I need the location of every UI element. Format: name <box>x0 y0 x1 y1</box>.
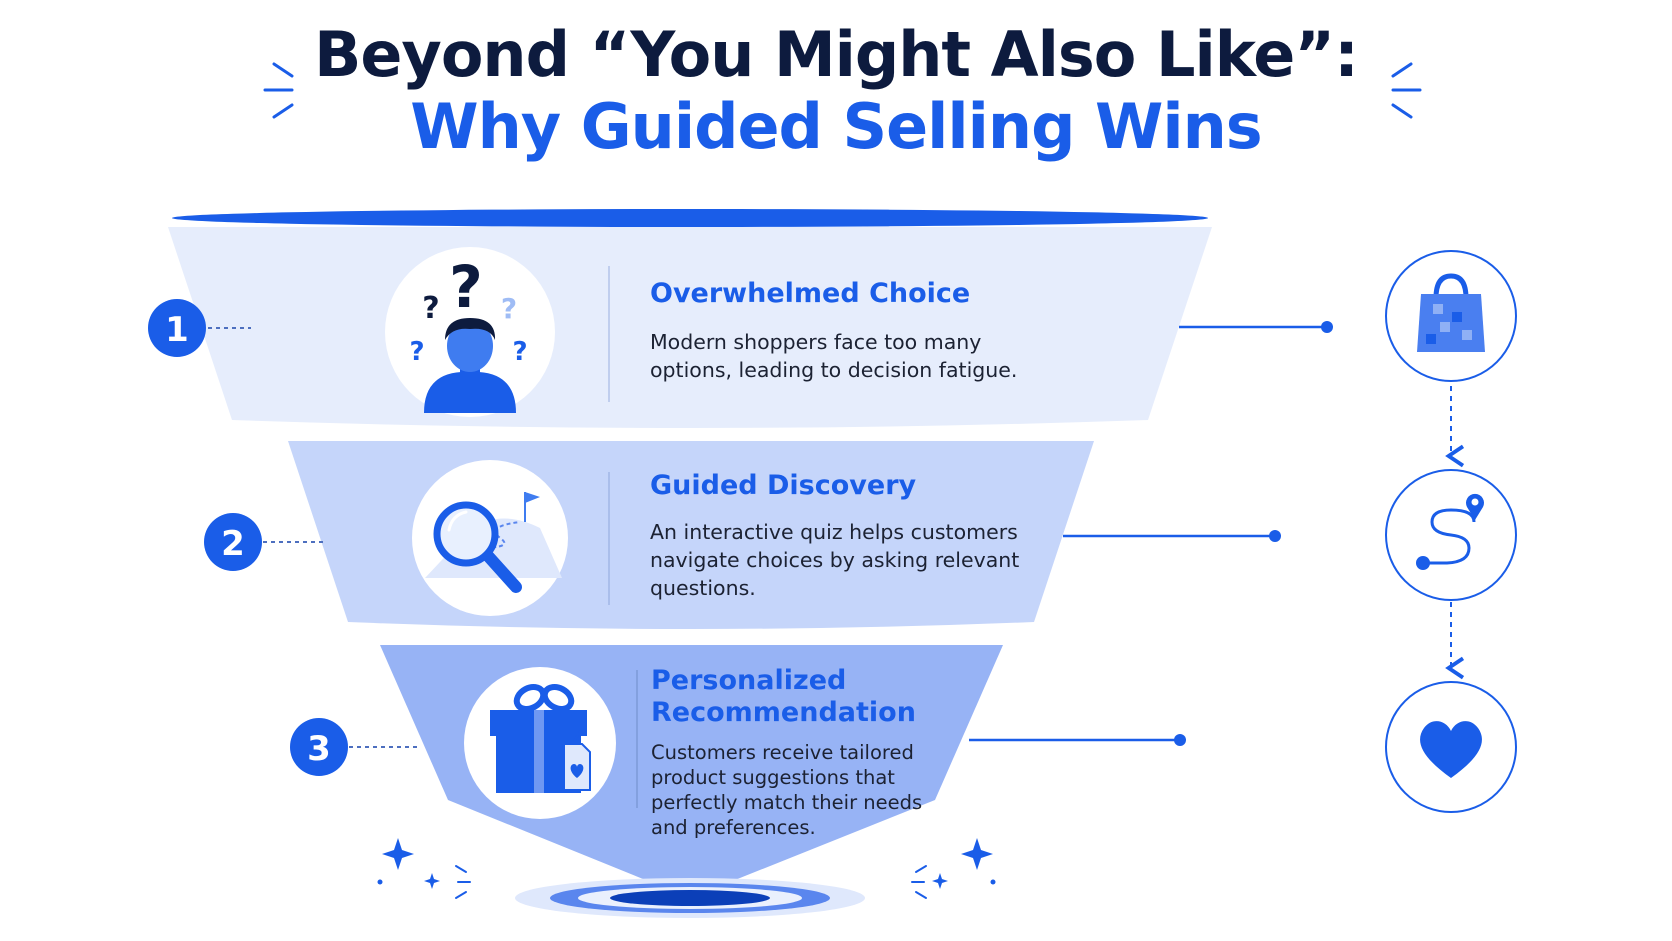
step-number-2: 2 <box>221 524 245 564</box>
stage-2-title: Guided Discovery <box>650 470 917 501</box>
funnel-target <box>515 878 865 918</box>
step-badge-1: 1 <box>148 299 251 357</box>
magnifier-path-illustration <box>412 460 568 616</box>
step-number-3: 3 <box>307 729 331 769</box>
stage-3-description: Customers receive tailored product sugge… <box>651 741 923 839</box>
heart-icon <box>1385 681 1517 813</box>
title-sparkle-right <box>1391 62 1422 119</box>
sparkle-left <box>377 838 440 889</box>
route-pin-icon <box>1385 469 1517 601</box>
question-mark-icon: ? <box>501 292 517 325</box>
question-mark-icon: ? <box>449 253 483 321</box>
connector-2 <box>1063 530 1281 542</box>
confused-person-illustration: ? ? ? ? ? <box>385 247 555 417</box>
stage-2-description: An interactive quiz helps customers navi… <box>650 520 1020 600</box>
sparkle-right <box>932 838 996 889</box>
question-mark-icon: ? <box>409 337 424 367</box>
funnel-rim <box>172 209 1208 227</box>
step-badge-2: 2 <box>204 513 326 571</box>
title-sparkle-left <box>263 62 294 119</box>
connector-3 <box>969 734 1186 746</box>
question-mark-icon: ? <box>512 337 527 367</box>
sparkle-dashes <box>455 865 927 899</box>
question-mark-icon: ? <box>422 291 439 326</box>
step-badge-3: 3 <box>290 718 418 776</box>
connector-1 <box>1179 321 1333 333</box>
title-line-1: Beyond “You Might Also Like”: <box>314 18 1359 91</box>
stage-3-title: Personalized Recommendation <box>651 665 916 728</box>
title-line-2: Why Guided Selling Wins <box>410 90 1262 163</box>
stage-1-description: Modern shoppers face too many options, l… <box>650 330 1018 382</box>
shopping-bag-icon <box>1385 250 1517 382</box>
gift-box-illustration <box>464 667 616 819</box>
step-number-1: 1 <box>165 310 189 350</box>
stage-1-title: Overwhelmed Choice <box>650 278 971 309</box>
